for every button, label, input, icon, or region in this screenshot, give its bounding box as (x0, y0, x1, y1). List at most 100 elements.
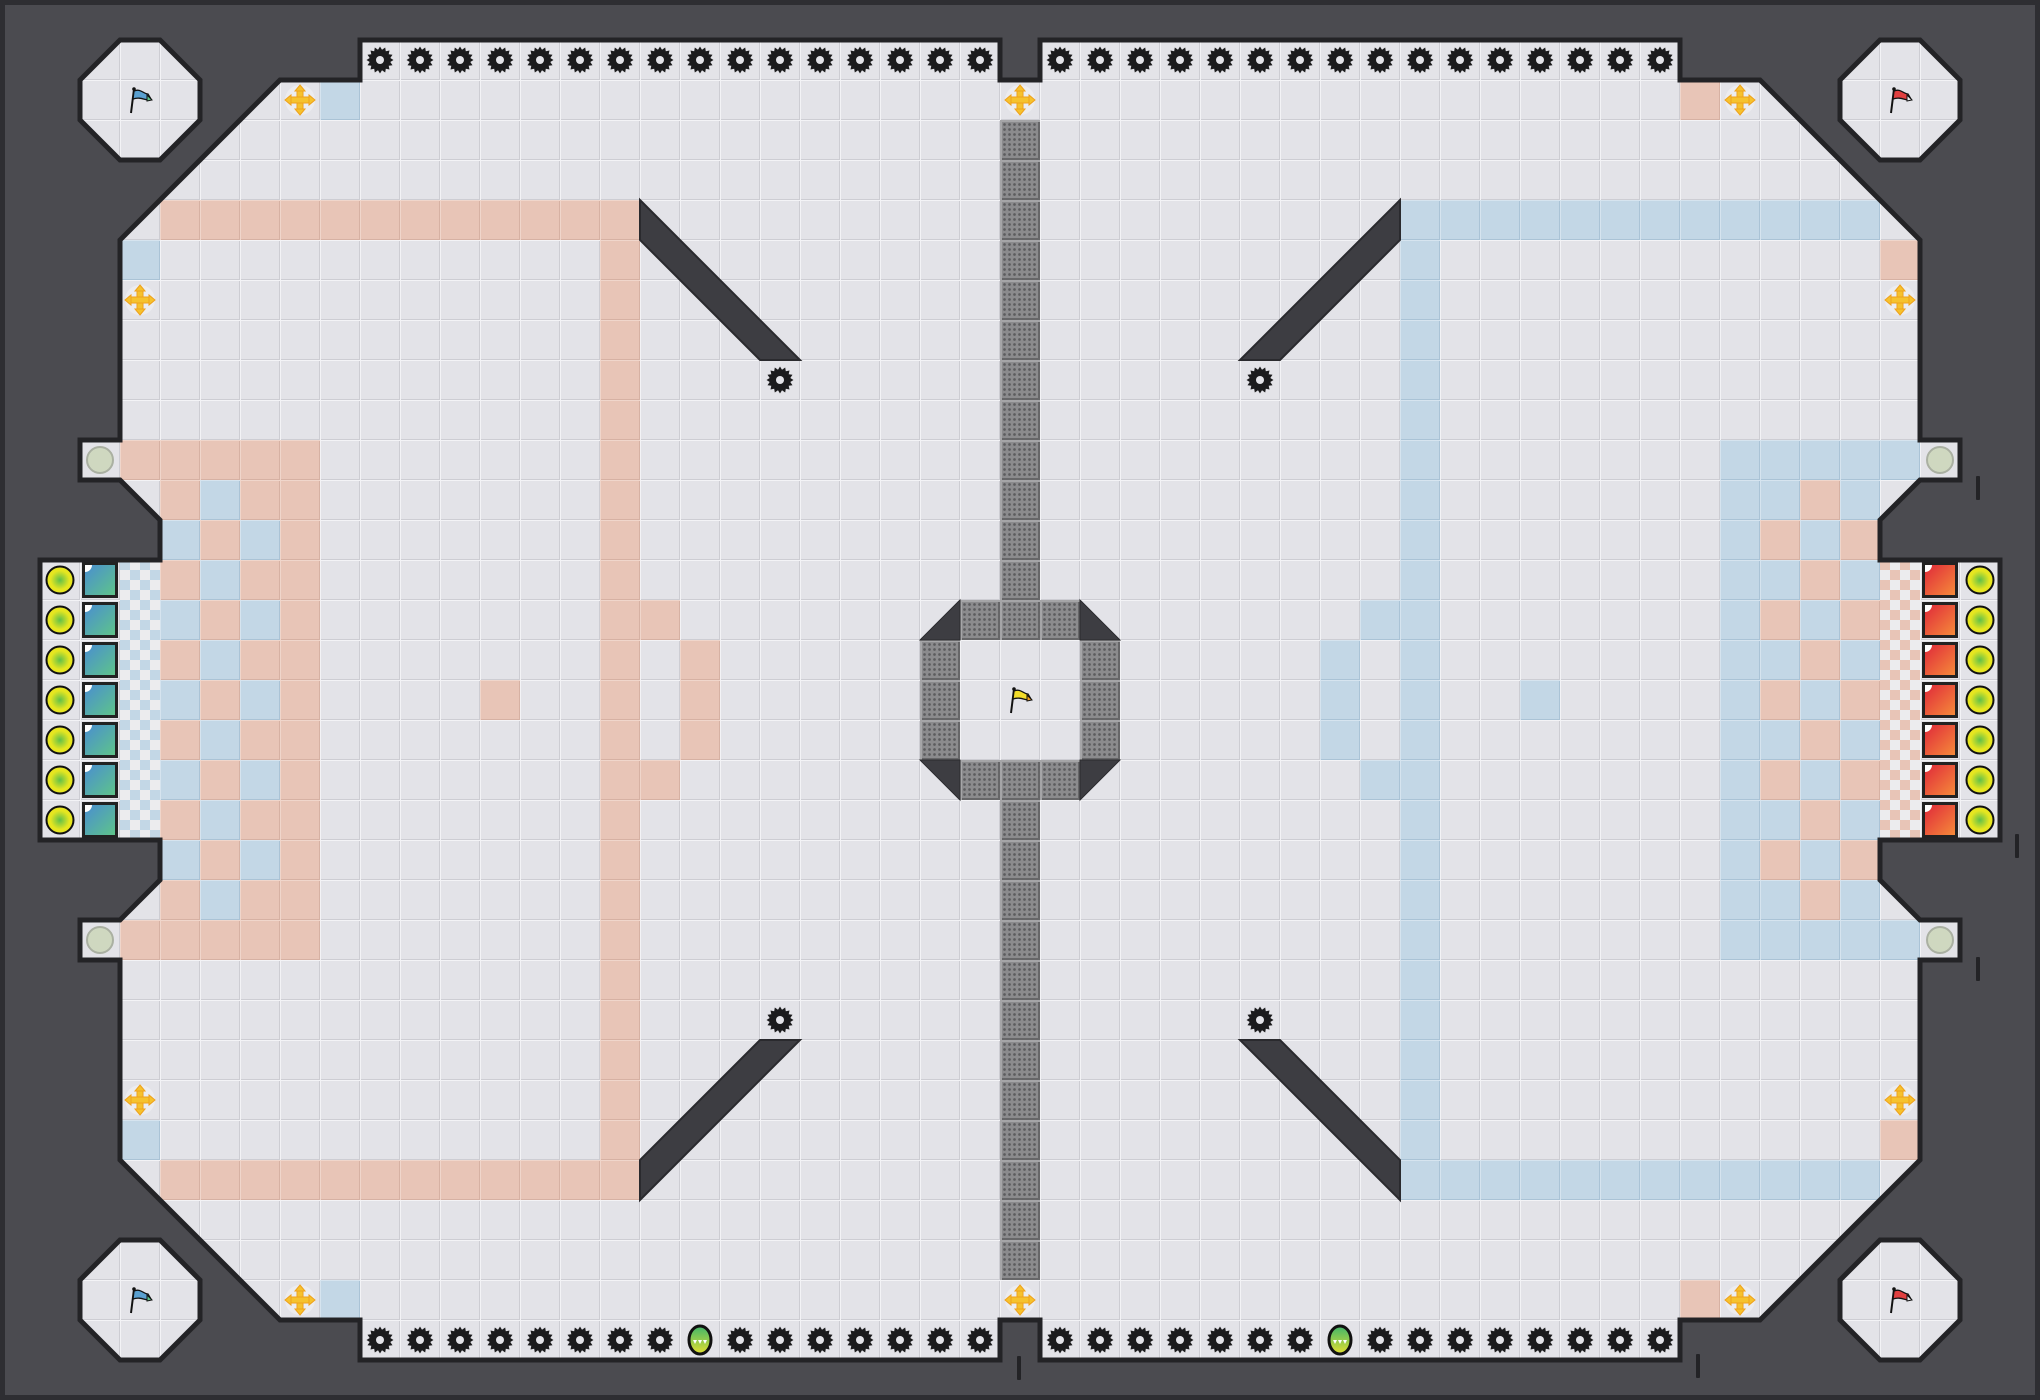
floor-tile (1080, 80, 1120, 120)
floor-tile (1120, 120, 1160, 160)
floor-tile (160, 80, 200, 120)
floor-tile (1360, 80, 1400, 120)
floor-tile (1160, 320, 1200, 360)
floor-tile (200, 280, 240, 320)
floor-tile (560, 80, 600, 120)
floor-tile (1720, 280, 1760, 320)
boundary-marker (2015, 834, 2019, 858)
floor-tile (1120, 280, 1160, 320)
floor-tile (360, 160, 400, 200)
floor-tile (1160, 240, 1200, 280)
floor-tile (320, 320, 360, 360)
floor-tile (1040, 160, 1080, 200)
floor-tile (1760, 160, 1800, 200)
floor-tile (1360, 120, 1400, 160)
floor-tile (1280, 80, 1320, 120)
floor-tile (960, 200, 1000, 240)
floor-tile (160, 320, 200, 360)
spike-tile (1160, 40, 1200, 80)
floor-tile (1480, 360, 1520, 400)
floor-tile (360, 400, 400, 440)
floor-tile (1440, 80, 1480, 120)
floor-tile (1040, 360, 1080, 400)
floor-tile (520, 280, 560, 320)
spike-tile (1320, 40, 1360, 80)
floor-tile (160, 360, 200, 400)
floor-tile (680, 160, 720, 200)
floor-tile (1160, 200, 1200, 240)
floor-tile (1840, 80, 1880, 120)
floor-tile (1080, 360, 1120, 400)
floor-tile (1160, 160, 1200, 200)
right-team-tile (1400, 200, 1440, 240)
spike-tile (920, 40, 960, 80)
floor-tile (160, 280, 200, 320)
diagonal-deflector-wall (1237, 1039, 1401, 1203)
corner-flag-tile (1880, 1280, 1920, 1320)
floor-tile (520, 120, 560, 160)
floor-tile (1440, 120, 1480, 160)
floor-tile (1440, 320, 1480, 360)
floor-tile (960, 400, 1000, 440)
floor-tile (200, 320, 240, 360)
metal-barrier-tile (1000, 400, 1040, 440)
floor-tile (800, 120, 840, 160)
floor-tile (1440, 280, 1480, 320)
floor-tile (960, 120, 1000, 160)
floor-tile (1920, 1280, 1960, 1320)
floor-tile (920, 80, 960, 120)
floor-tile (1520, 320, 1560, 360)
floor-tile (1240, 80, 1280, 120)
floor-tile (560, 160, 600, 200)
floor-tile (160, 240, 200, 280)
floor-tile (1080, 320, 1120, 360)
floor-tile (440, 360, 480, 400)
floor-tile (1840, 1280, 1880, 1320)
floor-tile (1040, 200, 1080, 240)
floor-tile (1160, 360, 1200, 400)
spike-tile (640, 40, 680, 80)
floor-tile (1400, 120, 1440, 160)
floor-tile (1160, 80, 1200, 120)
floor-tile (1880, 1320, 1920, 1360)
floor-tile (1680, 280, 1720, 320)
floor-tile (1560, 160, 1600, 200)
floor-tile (1640, 120, 1680, 160)
floor-tile (1560, 320, 1600, 360)
floor-tile (760, 80, 800, 120)
floor-tile (1600, 240, 1640, 280)
center-ring-corner-wall (1079, 759, 1122, 802)
floor-tile (1120, 200, 1160, 240)
floor-tile (200, 360, 240, 400)
floor-tile (440, 320, 480, 360)
floor-tile (280, 280, 320, 320)
floor-tile (1360, 320, 1400, 360)
floor-tile (760, 400, 800, 440)
floor-tile (1120, 160, 1160, 200)
spike-tile (360, 40, 400, 80)
floor-tile (400, 80, 440, 120)
floor-tile (240, 240, 280, 280)
floor-tile (320, 360, 360, 400)
spike-tile (520, 40, 560, 80)
floor-tile (1200, 160, 1240, 200)
floor-tile (880, 80, 920, 120)
floor-tile (1720, 360, 1760, 400)
floor-tile (480, 240, 520, 280)
floor-tile (120, 40, 160, 80)
right-team-tile (1760, 200, 1800, 240)
floor-tile (1400, 80, 1440, 120)
spike-tile (1040, 40, 1080, 80)
floor-tile (1880, 320, 1920, 360)
spike-tile (880, 40, 920, 80)
floor-tile (1480, 280, 1520, 320)
floor-tile (1760, 240, 1800, 280)
floor-tile (720, 160, 760, 200)
floor-tile (880, 400, 920, 440)
floor-tile (1040, 400, 1080, 440)
floor-tile (800, 320, 840, 360)
spike-tile (760, 40, 800, 80)
floor-tile (1600, 120, 1640, 160)
floor-tile (1200, 120, 1240, 160)
floor-tile (880, 200, 920, 240)
